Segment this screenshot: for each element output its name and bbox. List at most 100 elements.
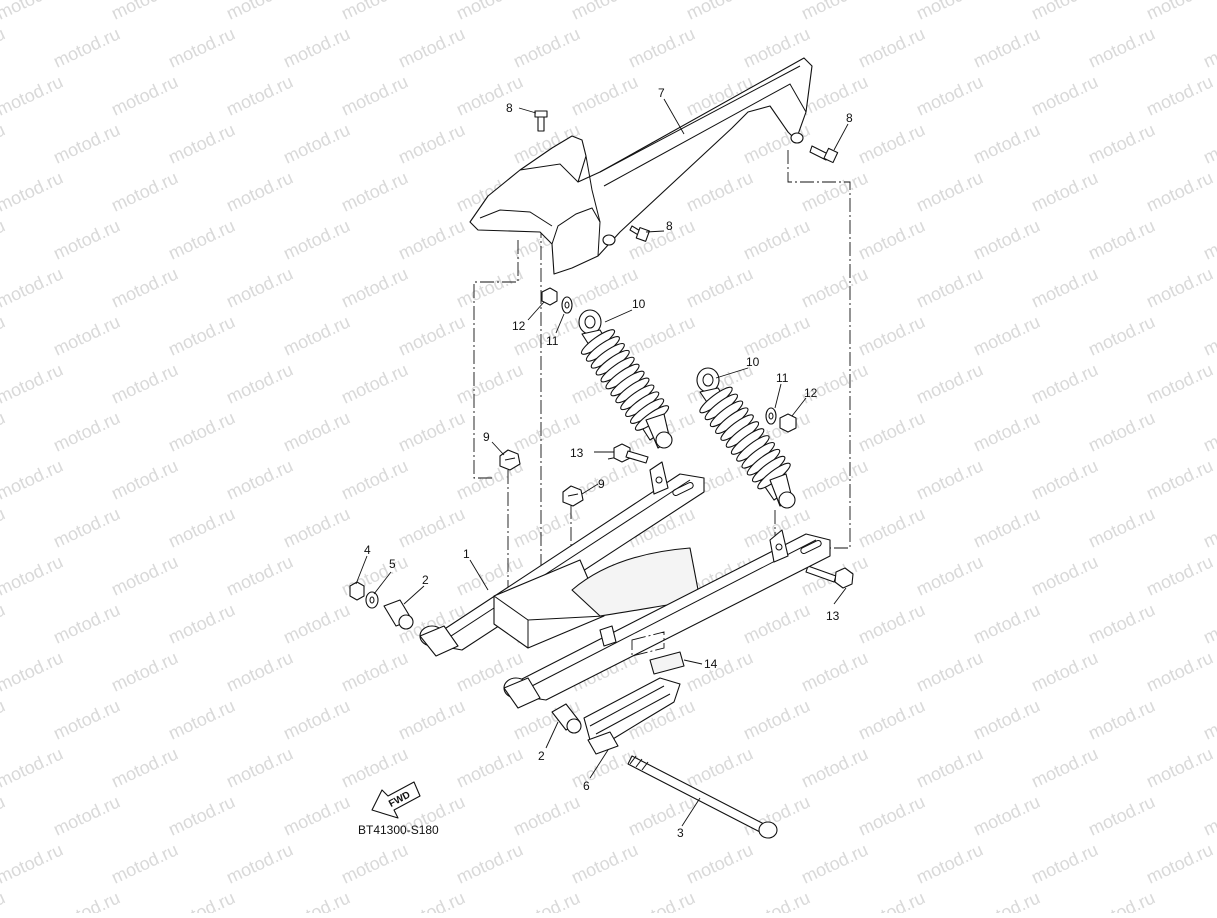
watermark-text: motod.ru [50, 599, 123, 647]
watermark-text: motod.ru [0, 791, 8, 839]
watermark-text: motod.ru [1028, 551, 1101, 599]
watermark-text: motod.ru [855, 23, 928, 71]
watermark-text: motod.ru [970, 599, 1043, 647]
watermark-text: motod.ru [1085, 503, 1158, 551]
watermark-text: motod.ru [1085, 311, 1158, 359]
watermark-text: motod.ru [970, 695, 1043, 743]
watermark-text: motod.ru [223, 743, 296, 791]
watermark-text: motod.ru [855, 599, 928, 647]
callout-10-right: 10 [746, 355, 760, 369]
watermark-text: motod.ru [1028, 455, 1101, 503]
watermark-text: motod.ru [855, 887, 928, 913]
watermark-text: motod.ru [50, 695, 123, 743]
callout-8-top: 8 [506, 101, 513, 115]
watermark-text: motod.ru [108, 839, 181, 887]
chain-slider-6 [583, 677, 681, 755]
callout-8-middle: 8 [666, 219, 673, 233]
watermark-text: motod.ru [683, 263, 756, 311]
watermark-text: motod.ru [453, 263, 526, 311]
watermark-text: motod.ru [798, 839, 871, 887]
watermark-text: motod.ru [338, 839, 411, 887]
watermark-text: motod.ru [338, 167, 411, 215]
callout-1: 1 [463, 547, 470, 561]
watermark-text: motod.ru [108, 0, 181, 24]
watermark-text: motod.ru [0, 311, 8, 359]
watermark-text: motod.ru [1085, 887, 1158, 913]
watermark-text: motod.ru [798, 167, 871, 215]
watermark-text: motod.ru [0, 215, 8, 263]
watermark-text: motod.ru [913, 551, 986, 599]
watermark-text: motod.ru [338, 359, 411, 407]
watermark-text: motod.ru [223, 71, 296, 119]
watermark-text: motod.ru [0, 167, 66, 215]
watermark-text: motod.ru [165, 311, 238, 359]
watermark-text: motod.ru [395, 215, 468, 263]
watermark-text: motod.ru [50, 407, 123, 455]
watermark-text: motod.ru [913, 647, 986, 695]
watermark-text: motod.ru [1143, 71, 1216, 119]
watermark-text: motod.ru [1143, 167, 1216, 215]
watermark-text: motod.ru [338, 647, 411, 695]
watermark-text: motod.ru [568, 71, 641, 119]
watermark-text: motod.ru [280, 119, 353, 167]
watermark-text: motod.ru [970, 503, 1043, 551]
watermark-text: motod.ru [223, 359, 296, 407]
watermark-text: motod.ru [740, 887, 813, 913]
watermark-text: motod.ru [1143, 455, 1216, 503]
watermark-text: motod.ru [1028, 647, 1101, 695]
watermark-text: motod.ru [970, 215, 1043, 263]
watermark-text: motod.ru [855, 119, 928, 167]
bolt-13-lower [805, 565, 854, 589]
watermark-text: motod.ru [798, 647, 871, 695]
callout-4: 4 [364, 543, 371, 557]
watermark-text: motod.ru [223, 0, 296, 24]
watermark-text: motod.ru [0, 0, 66, 24]
watermark-text: motod.ru [0, 23, 8, 71]
watermark-text: motod.ru [1143, 0, 1216, 24]
watermark-text: motod.ru [453, 0, 526, 24]
watermark-text: motod.ru [108, 551, 181, 599]
shock-absorber-10-right [696, 367, 796, 509]
watermark-text: motod.ru [1143, 551, 1216, 599]
watermark-text: motod.ru [165, 23, 238, 71]
diagram-code: BT41300-S180 [358, 823, 439, 837]
watermark-text: motod.ru [1143, 263, 1216, 311]
callout-2-left: 2 [422, 573, 429, 587]
watermark-text: motod.ru [223, 551, 296, 599]
watermark-text: motod.ru [108, 455, 181, 503]
watermark-text: motod.ru [338, 71, 411, 119]
watermark-text: motod.ru [970, 407, 1043, 455]
watermark-text: motod.ru [970, 887, 1043, 913]
watermark-text: motod.ru [913, 0, 986, 24]
watermark-text: motod.ru [1143, 359, 1216, 407]
bolt-8-middle [629, 225, 650, 242]
callout-numbers: 8 7 8 8 10 12 11 10 11 12 9 13 9 1 4 5 2… [364, 86, 853, 840]
watermark-text: motod.ru [855, 407, 928, 455]
watermark-text: motod.ru [50, 887, 123, 913]
watermark-text: motod.ru [165, 119, 238, 167]
watermark-text: motod.ru [108, 263, 181, 311]
watermark-text: motod.ru [0, 359, 66, 407]
callout-8-right: 8 [846, 111, 853, 125]
nut-12-left [541, 287, 558, 306]
watermark-text: motod.ru [568, 839, 641, 887]
watermark-text: motod.ru [223, 647, 296, 695]
watermark-text: motod.ru [1028, 0, 1101, 24]
callout-11-right: 11 [776, 371, 789, 385]
watermark-text: motod.ru [280, 503, 353, 551]
callout-14: 14 [704, 657, 718, 671]
watermark-text: motod.ru [855, 503, 928, 551]
watermark-text: motod.ru [108, 167, 181, 215]
callout-13-upper: 13 [570, 446, 584, 460]
watermark-text: motod.ru [625, 887, 698, 913]
washer-5 [365, 591, 379, 609]
watermark-text: motod.ru [970, 311, 1043, 359]
watermark-text: motod.ru [1085, 215, 1158, 263]
watermark-text: motod.ru [913, 359, 986, 407]
watermark-text: motod.ru [0, 647, 66, 695]
watermark-text: motod.ru [855, 215, 928, 263]
watermark-text: motod.ru [108, 743, 181, 791]
watermark-text: motod.ru [913, 167, 986, 215]
watermark-text: motod.ru [395, 887, 468, 913]
